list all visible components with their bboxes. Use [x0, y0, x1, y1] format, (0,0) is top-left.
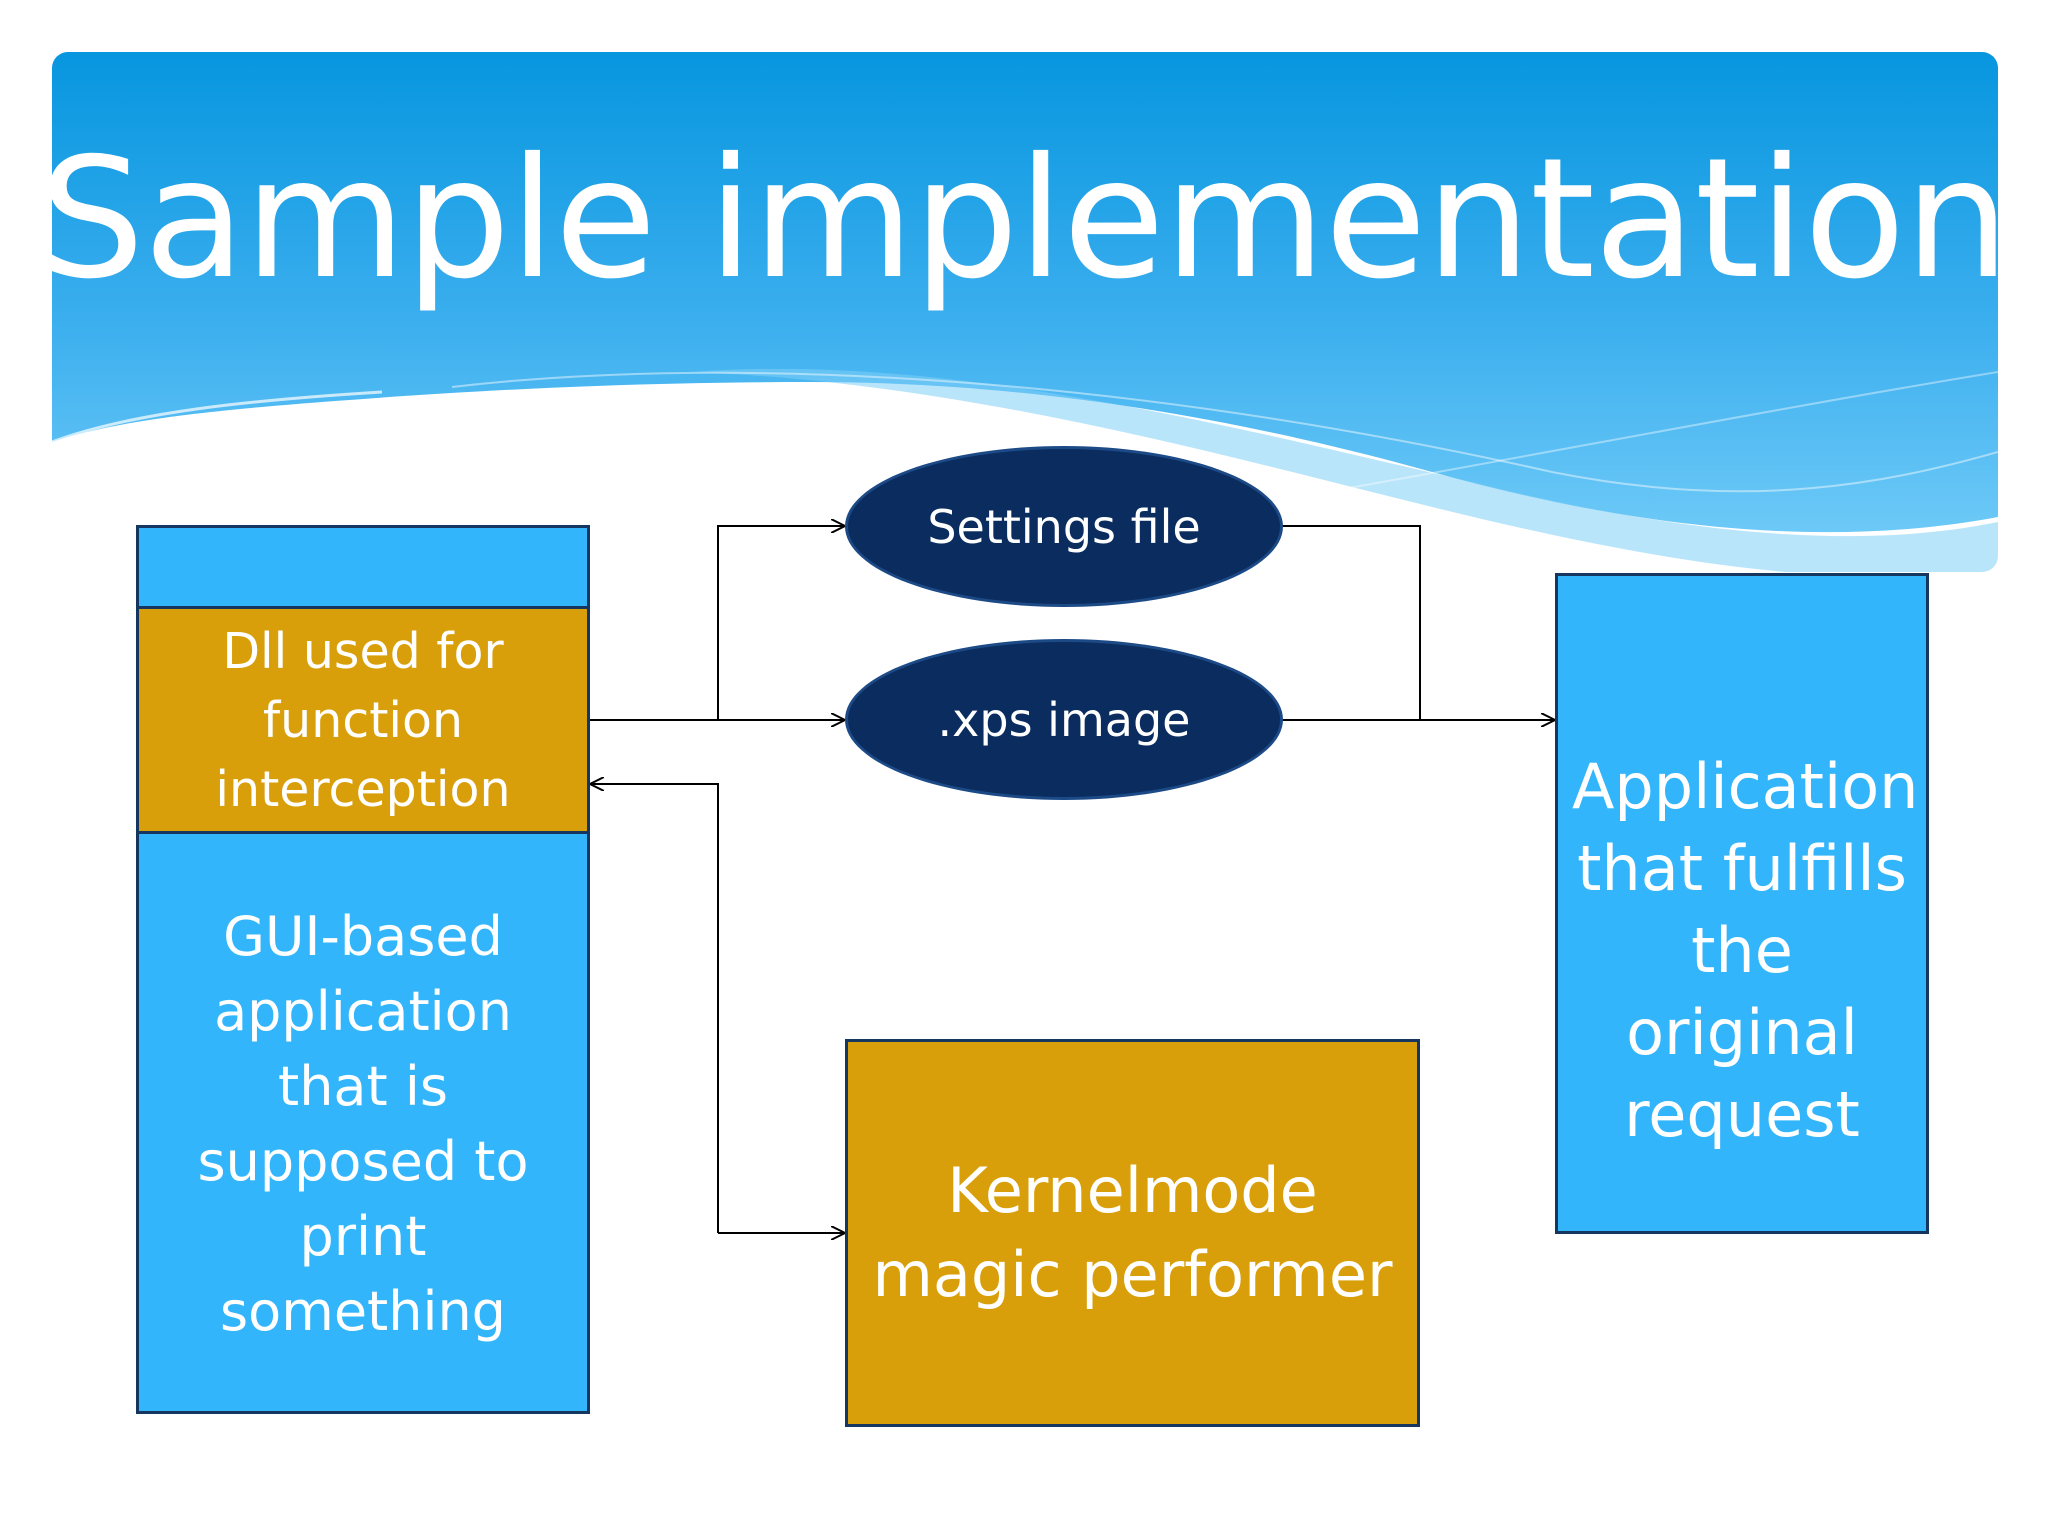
xps-image-node: .xps image — [845, 639, 1283, 800]
kernelmode-box: Kernelmode magic performer — [845, 1039, 1420, 1427]
arrow-dll-to-settings — [717, 526, 845, 720]
settings-file-label: Settings file — [927, 499, 1201, 554]
dll-box: Dll used for function interception — [136, 606, 590, 834]
gui-application-label: GUI-based application that is supposed t… — [197, 905, 529, 1343]
xps-image-label: .xps image — [937, 692, 1191, 747]
slide-title: Sample implementation — [39, 123, 2009, 316]
title-banner — [52, 52, 1998, 572]
gui-application-box: GUI-based application that is supposed t… — [136, 831, 590, 1414]
kernelmode-label: Kernelmode magic performer — [872, 1154, 1393, 1311]
dll-label: Dll used for function interception — [215, 622, 511, 818]
line-settings-to-application — [1282, 525, 1421, 720]
arrow-kernel-to-dll — [590, 784, 719, 1233]
dll-header-strip — [136, 525, 590, 609]
settings-file-node: Settings file — [845, 446, 1283, 607]
wave-banner-graphic — [52, 52, 1998, 572]
fulfilling-application-box: Application that fulfills the original r… — [1555, 573, 1929, 1234]
fulfilling-application-label: Application that fulfills the original r… — [1572, 750, 1919, 1151]
